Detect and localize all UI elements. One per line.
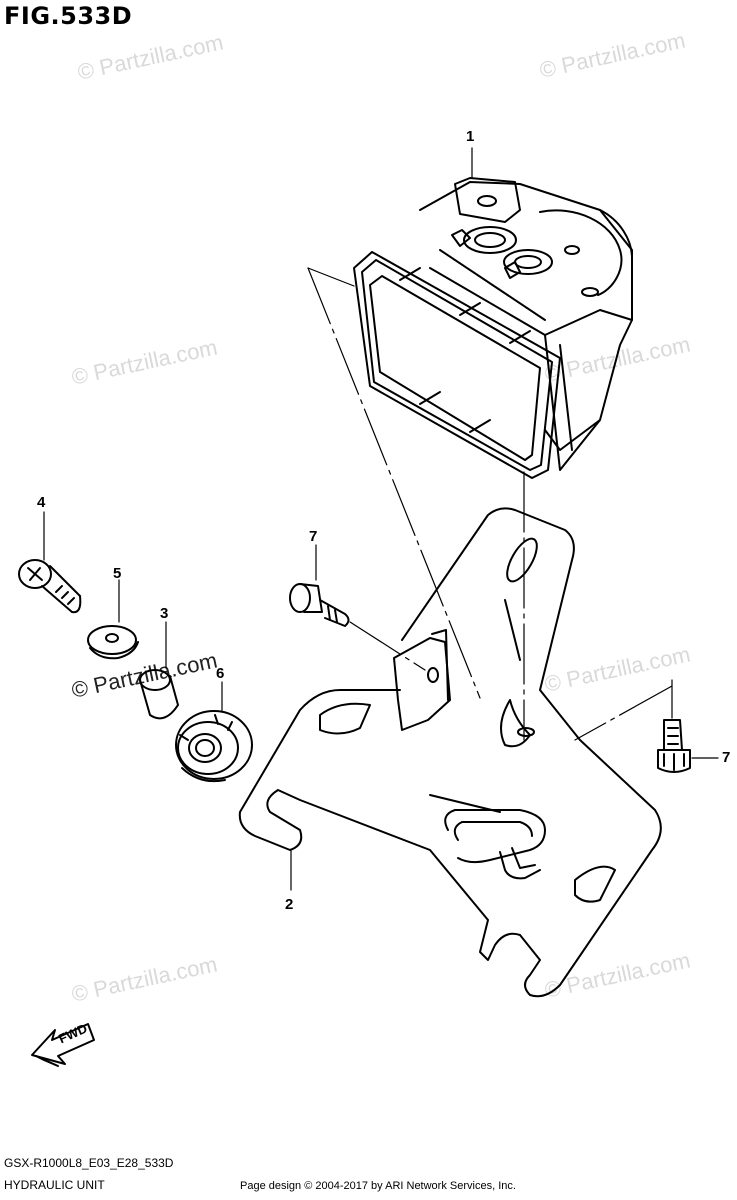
- bolt-part-7-right: [657, 719, 691, 773]
- bolt-part-7-left: [289, 583, 350, 627]
- figure-title: FIG.533D: [4, 2, 133, 30]
- callout-5: 5: [113, 565, 122, 582]
- collar-part-3: [139, 669, 179, 720]
- hydraulic-unit-part-1: [353, 177, 633, 479]
- callout-6: 6: [216, 665, 225, 682]
- washer-part-5: [87, 625, 139, 660]
- callout-2: 2: [285, 896, 294, 913]
- callout-4: 4: [37, 494, 46, 511]
- callout-1: 1: [466, 128, 475, 145]
- footer-figure-code: GSX-R1000L8_E03_E28_533D: [4, 1156, 174, 1170]
- footer-figure-name: HYDRAULIC UNIT: [4, 1178, 105, 1192]
- grommet-part-6: [175, 710, 253, 783]
- footer-copyright: Page design © 2004-2017 by ARI Network S…: [240, 1180, 516, 1192]
- callout-7: 7: [309, 528, 318, 545]
- fwd-arrow-icon: [31, 1023, 95, 1067]
- bracket-part-2: [238, 507, 662, 998]
- callout-3: 3: [160, 605, 169, 622]
- screw-part-4: [18, 559, 82, 614]
- callout-7: 7: [722, 749, 731, 766]
- leader-lines: [43, 147, 719, 891]
